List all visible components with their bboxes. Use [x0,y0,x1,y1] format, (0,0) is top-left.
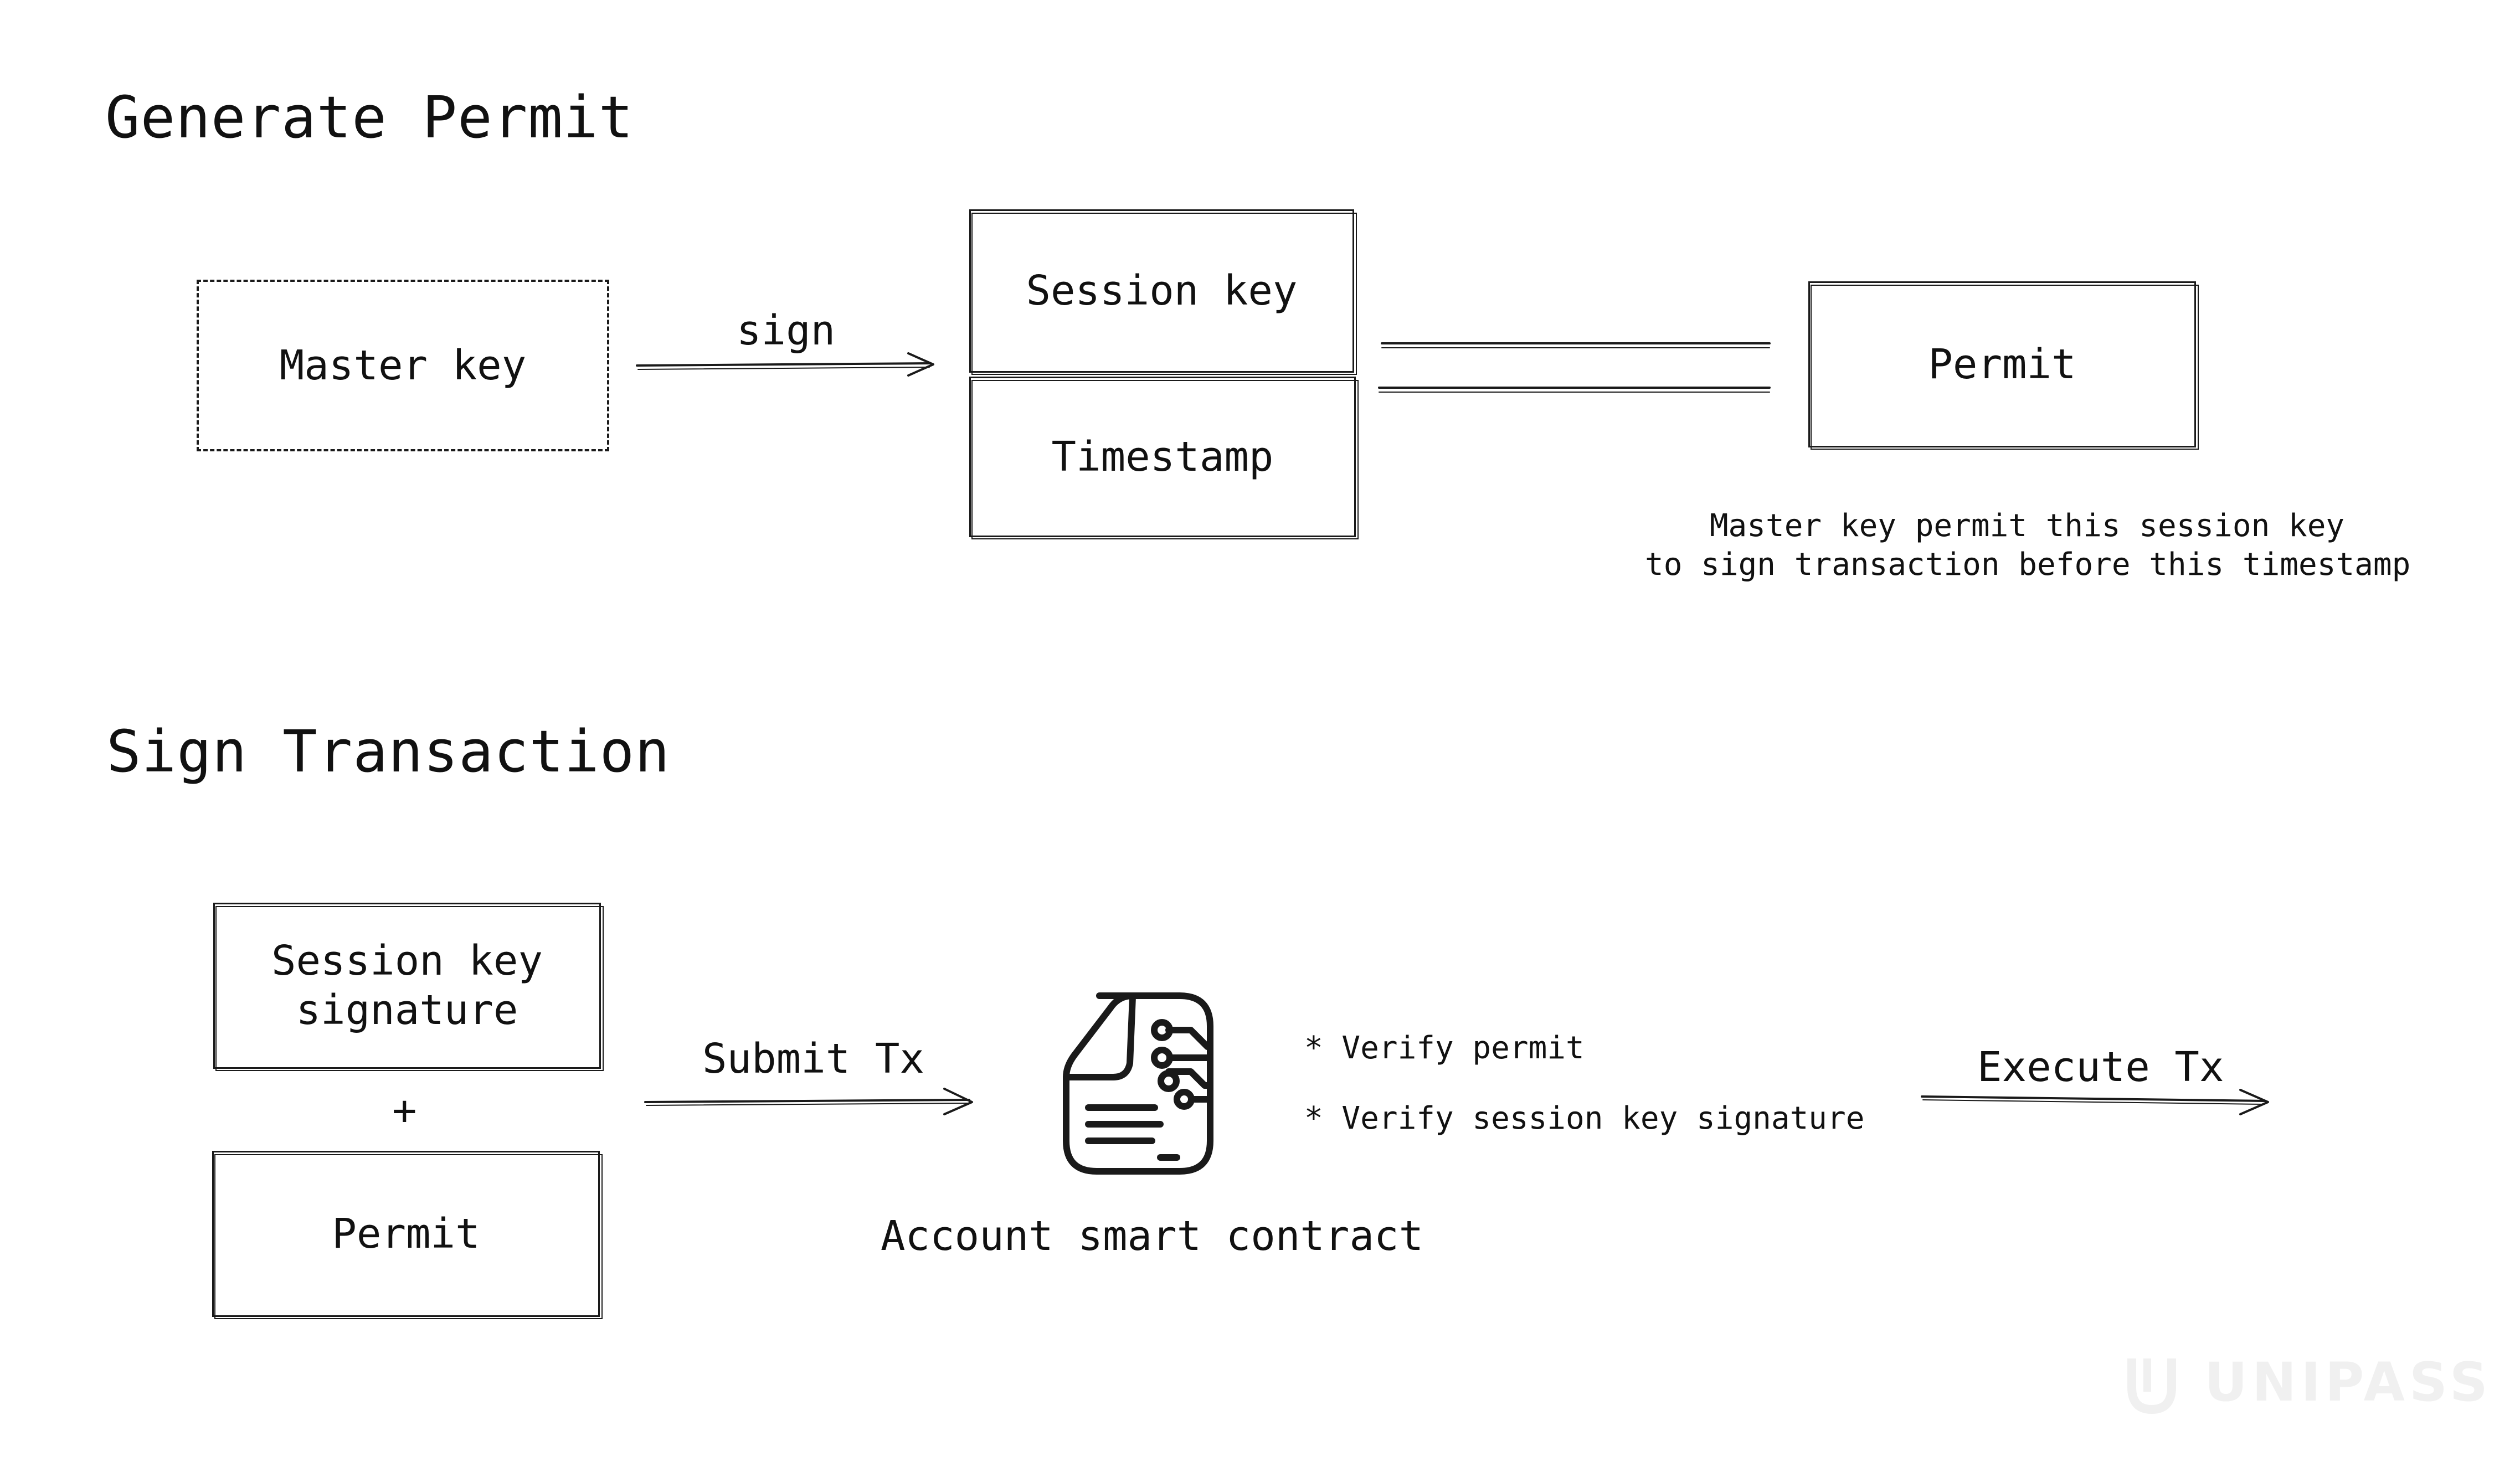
permit-box-generate: Permit [1808,281,2199,450]
execute-tx-edge-label: Execute Tx [1977,1043,2224,1091]
document-circuit-icon [1063,992,1213,1175]
session-key-signature-line-1: Session key [271,937,543,985]
unipass-watermark: UNIPASS [2204,1351,2492,1413]
session-key-signature-label: Session key signature [271,936,543,1035]
timestamp-label: Timestamp [1051,433,1274,481]
submit-tx-edge-label: Submit Tx [702,1035,924,1083]
session-key-signature-line-2: signature [296,986,518,1034]
plus-sign: + [392,1087,417,1134]
session-key-label: Session key [1026,267,1298,315]
account-smart-contract-label: Account smart contract [881,1212,1424,1260]
permit-label-generate: Permit [1928,340,2076,388]
submit-tx-arrow [644,1088,973,1115]
permit-note-line-2: to sign transaction before this timestam… [1645,547,2411,583]
section-title-generate-permit: Generate Permit [105,84,634,151]
permit-note-line-1: Master key permit this session key [1709,508,2345,544]
execute-tx-arrow [1921,1089,2269,1115]
sign-edge-label: sign [737,307,836,354]
timestamp-box: Timestamp [969,377,1359,539]
master-key-box: Master key [197,280,609,451]
section-title-sign-transaction: Sign Transaction [106,718,670,785]
session-key-signature-box: Session key signature [213,903,604,1071]
master-key-label: Master key [279,341,527,389]
verify-permit-item: * Verify permit [1304,1030,1585,1066]
permit-label-sign: Permit [332,1209,480,1258]
equals-sign [1378,342,1771,393]
sign-arrow [636,352,934,377]
permit-box-sign: Permit [212,1151,603,1319]
permit-note: Master key permit this session key to si… [1645,507,2411,584]
unipass-logo-icon [2124,1354,2179,1415]
verify-session-key-signature-item: * Verify session key signature [1304,1100,1865,1136]
session-key-box: Session key [969,209,1357,375]
